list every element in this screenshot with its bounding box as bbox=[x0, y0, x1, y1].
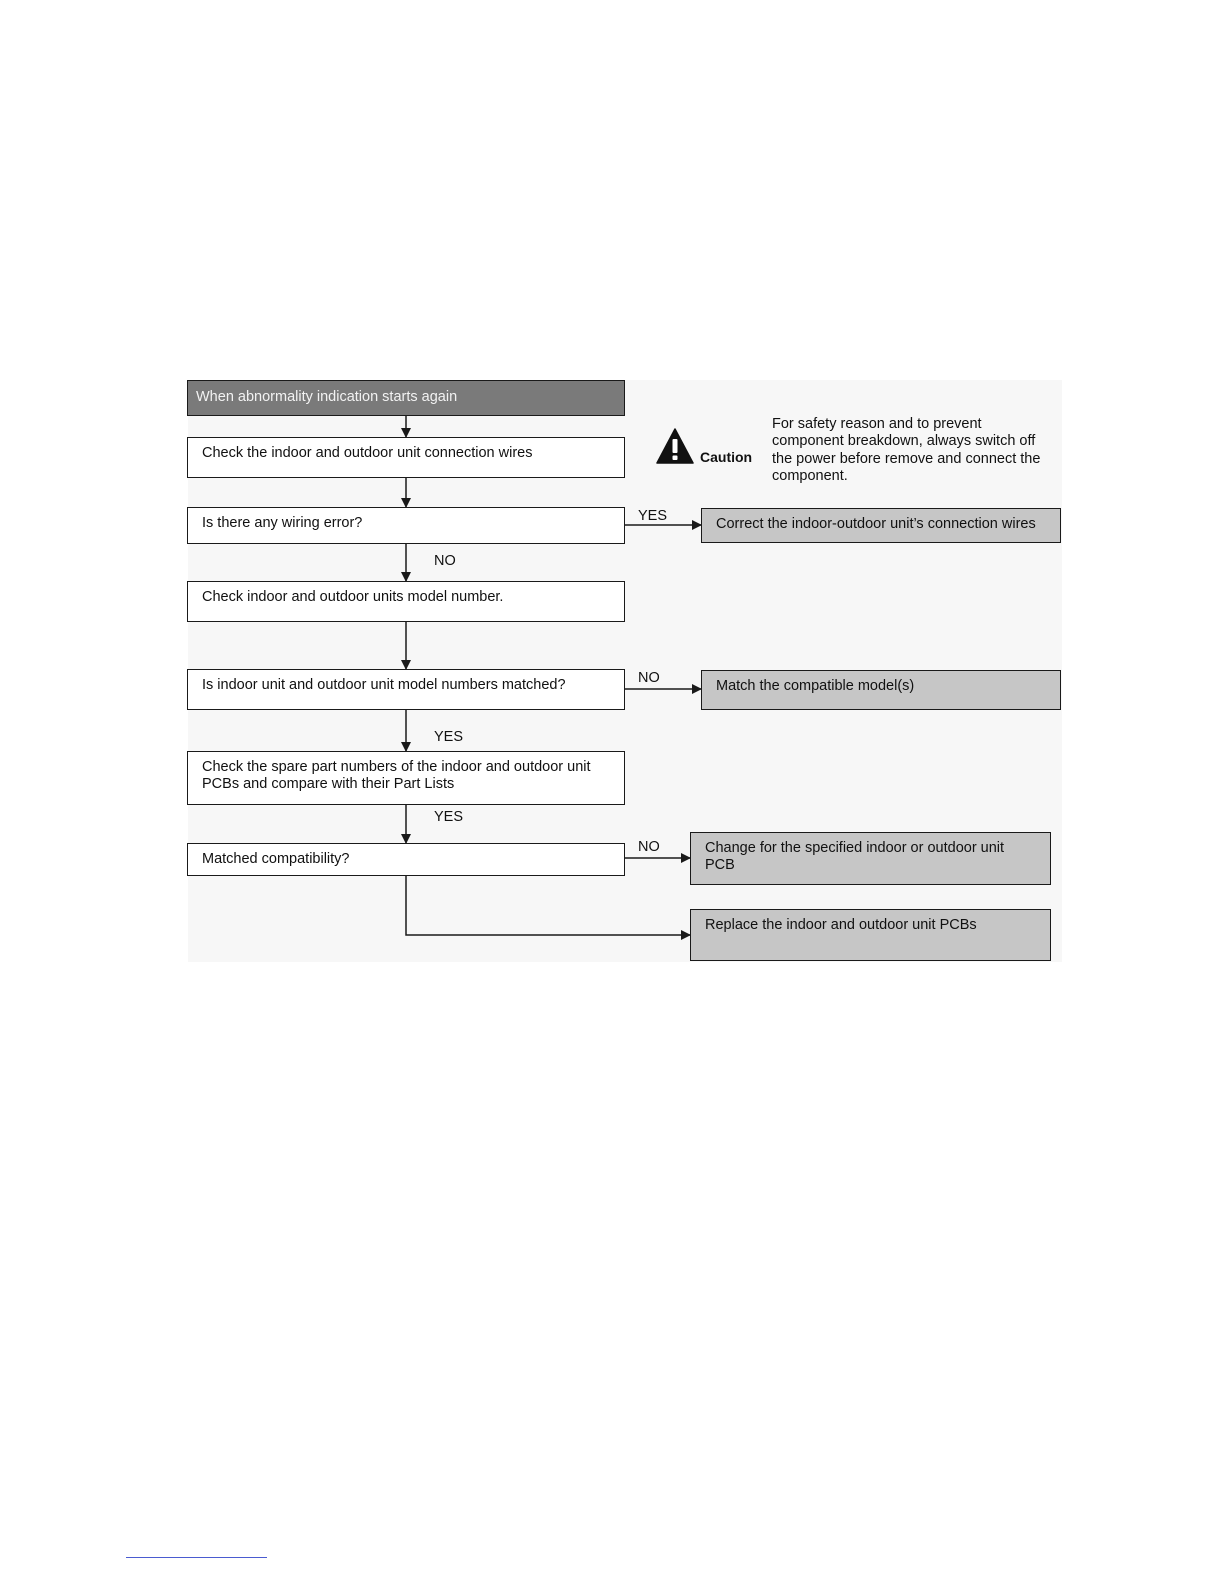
edge-label-compat-no: NO bbox=[638, 839, 660, 855]
edge-label-model-no: NO bbox=[638, 670, 660, 686]
edge-label-model-yes: YES bbox=[434, 729, 464, 745]
decision-wiring-error: Is there any wiring error? bbox=[187, 507, 625, 544]
action-match-model: Match the compatible model(s) bbox=[701, 670, 1061, 710]
edge-label-wiring-no: NO bbox=[434, 553, 456, 569]
arrow-compatibility-to-replace bbox=[405, 876, 691, 940]
caution-text: For safety reason and to prevent compone… bbox=[772, 416, 1041, 484]
step-check-spare-parts: Check the spare part numbers of the indo… bbox=[187, 751, 625, 805]
warning-triangle-icon bbox=[656, 428, 694, 464]
step-check-model-number: Check indoor and outdoor units model num… bbox=[187, 581, 625, 622]
decision-compatibility: Matched compatibility? bbox=[187, 843, 625, 876]
footer-rule bbox=[126, 1557, 267, 1558]
step-check-connection-wires: Check the indoor and outdoor unit connec… bbox=[187, 437, 625, 478]
edge-label-spare-yes: YES bbox=[434, 809, 464, 825]
caution-label: Caution bbox=[700, 449, 753, 465]
action-change-pcb: Change for the specified indoor or outdo… bbox=[690, 832, 1051, 885]
edge-label-wiring-yes: YES bbox=[638, 508, 668, 524]
start-box: When abnormality indication starts again bbox=[187, 380, 625, 416]
action-replace-pcbs: Replace the indoor and outdoor unit PCBs bbox=[690, 909, 1051, 961]
action-correct-wires: Correct the indoor-outdoor unit’s connec… bbox=[701, 508, 1061, 543]
decision-model-matched: Is indoor unit and outdoor unit model nu… bbox=[187, 669, 625, 710]
